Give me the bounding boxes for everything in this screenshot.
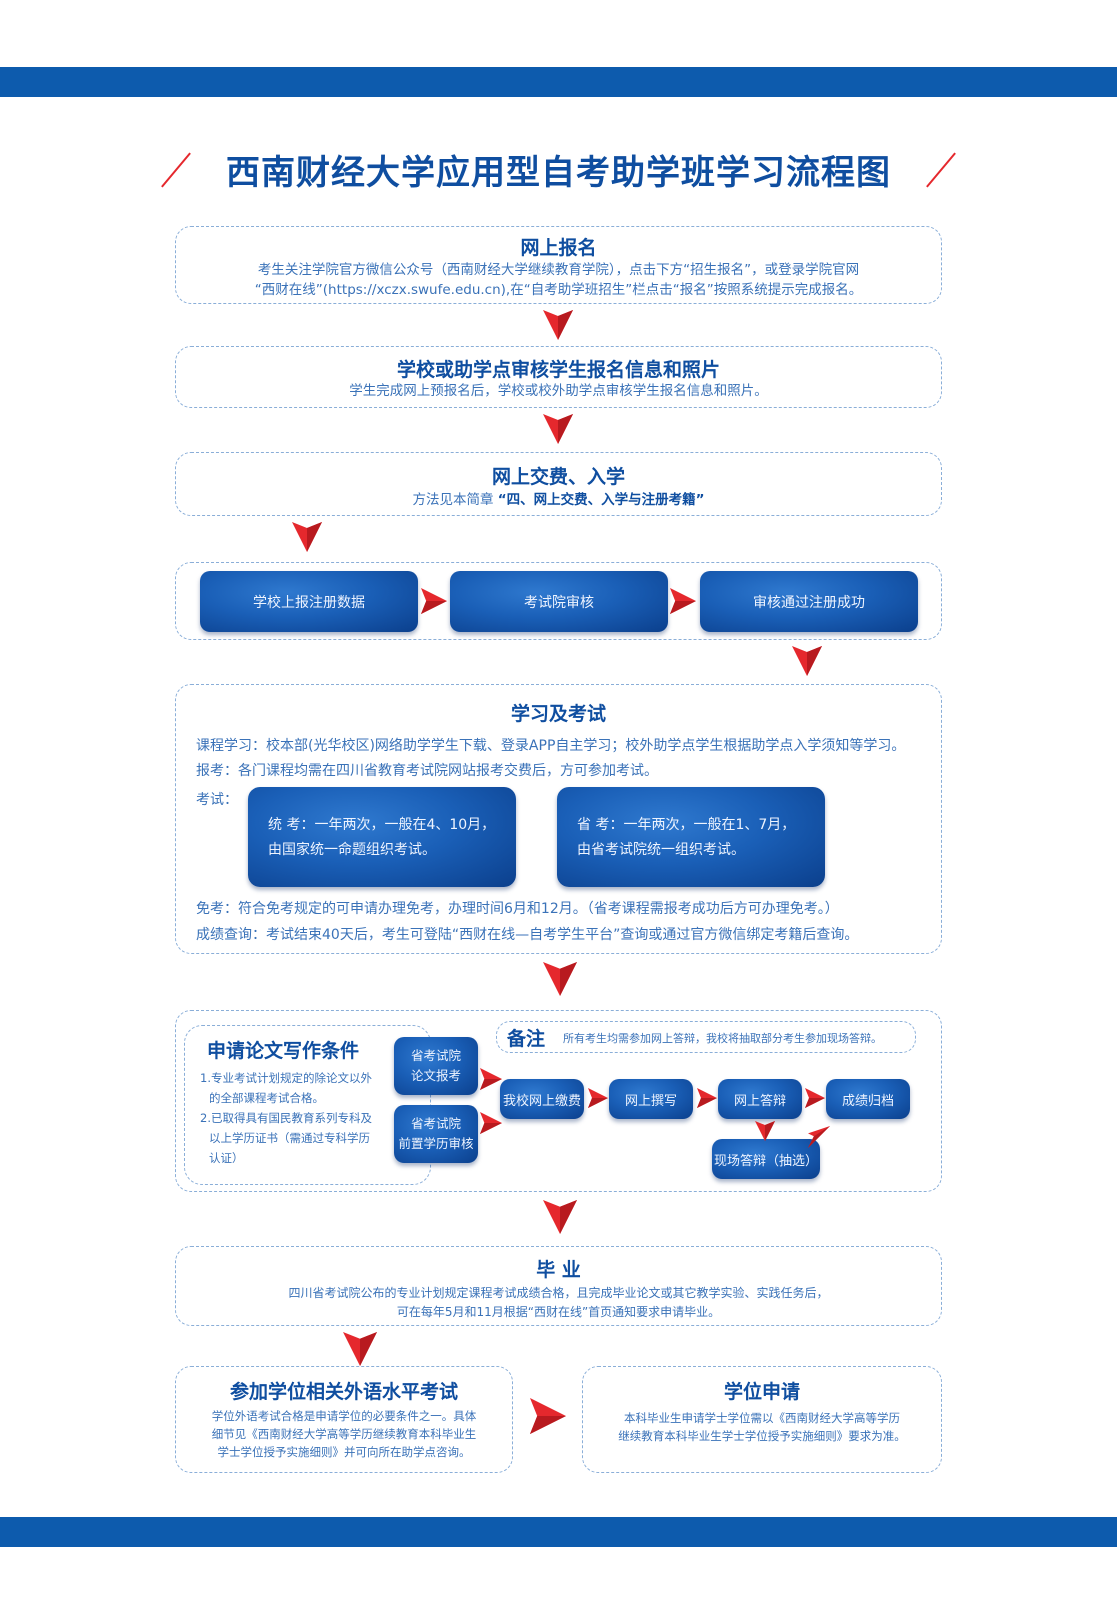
provincial-exam-line: 由省考试院统一组织考试。 <box>577 842 745 858</box>
step-text: 考生关注学院官方微信公众号（西南财经大学继续教育学院），点击下方“招生报名”，或… <box>257 262 860 278</box>
note-box: 备注 所有考生均需参加网上答辩，我校将抽取部分考生参加现场答辩。 <box>496 1021 916 1053</box>
arrow-right-2 <box>670 588 696 614</box>
step-text: 学生完成网上预报名后，学校或校外助学点审核学生报名信息和照片。 <box>349 383 768 399</box>
bottom-band <box>0 1517 1117 1547</box>
step-heading: 学校或助学点审核学生报名信息和照片 <box>396 359 720 381</box>
score-query-text: 成绩查询：考试结束40天后，考生可登陆“西财在线—自考学生平台”查询或通过官方微… <box>196 927 859 943</box>
arrow-down-3 <box>292 522 322 552</box>
step-heading: 网上交费、入学 <box>491 466 625 488</box>
step-heading: 学习及考试 <box>510 703 606 725</box>
study-exam-section: 学习及考试 课程学习：校本部(光华校区)网络助学学生下载、登录APP自主学习；校… <box>175 684 942 954</box>
step-payment-enrollment: 网上交费、入学 方法见本简章 “四、网上交费、入学与注册考籍” <box>175 452 942 516</box>
condition-line: 以上学历证书（需通过专科学历 <box>209 1131 370 1145</box>
signup-text: 报考：各门课程均需在四川省教育考试院网站报考交费后，方可参加考试。 <box>196 763 658 779</box>
top-band <box>0 67 1117 97</box>
arrow-down-2 <box>543 414 573 444</box>
step-text: 本科毕业生申请学士学位需以《西南财经大学高等学历 <box>624 1411 900 1425</box>
step-graduation: 毕 业 四川省考试院公布的专业计划规定课程考试成绩合格，且完成毕业论文或其它教学… <box>175 1246 942 1326</box>
unified-exam-box: 统 考：一年两次，一般在4、10月， 由国家统一命题组织考试。 <box>248 787 516 887</box>
flow-onsite-defense: 现场答辩（抽选） <box>712 1139 820 1179</box>
thesis-section: 申请论文写作条件 1.专业考试计划规定的除论文以外 的全部课程考试合格。 2.已… <box>175 1010 942 1192</box>
step-heading: 网上报名 <box>520 237 597 259</box>
step-degree-application: 学位申请 本科毕业生申请学士学位需以《西南财经大学高等学历 继续教育本科毕业生学… <box>582 1366 942 1473</box>
arrow-right-flow-3 <box>805 1088 825 1108</box>
arrow-right-flow-2 <box>697 1088 717 1108</box>
arrow-up-right-onsite <box>808 1126 830 1148</box>
step-heading: 参加学位相关外语水平考试 <box>229 1381 458 1403</box>
step-heading: 学位申请 <box>723 1381 800 1403</box>
provincial-exam-line: 省 考：一年两次，一般在1、7月， <box>577 817 796 833</box>
step-review-info: 学校或助学点审核学生报名信息和照片 学生完成网上预报名后，学校或校外助学点审核学… <box>175 346 942 408</box>
arrow-down-onsite <box>755 1121 775 1141</box>
flow-online-writing: 网上撰写 <box>609 1079 693 1119</box>
step-text: 学士学位授予实施细则》并可向所在助学点咨询。 <box>217 1445 471 1459</box>
step-text: “西财在线”(https://xczx.swufe.edu.cn),在“自考助学… <box>254 282 863 298</box>
arrow-down-1 <box>543 310 573 340</box>
flow-online-payment: 我校网上缴费 <box>500 1079 584 1119</box>
exam-label: 考试： <box>196 792 238 808</box>
step-text: 学位外语考试合格是申请学位的必要条件之一。具体 <box>211 1409 477 1423</box>
register-submit-data: 学校上报注册数据 <box>200 571 418 632</box>
apply-line: 前置学历审核 <box>398 1136 474 1151</box>
arrow-right-thesis-2 <box>480 1112 502 1134</box>
step-text: 细节见《西南财经大学高等学历继续教育本科毕业生 <box>211 1427 477 1441</box>
step-text: 继续教育本科毕业生学士学位授予实施细则》要求为准。 <box>618 1429 906 1443</box>
exemption-text: 免考：符合免考规定的可申请办理免考，办理时间6月和12月。（省考课程需报考成功后… <box>196 901 839 917</box>
step-foreign-language-exam: 参加学位相关外语水平考试 学位外语考试合格是申请学位的必要条件之一。具体 细节见… <box>175 1366 513 1473</box>
step-text: 方法见本简章 “四、网上交费、入学与注册考籍” <box>176 490 941 510</box>
unified-exam-line: 统 考：一年两次，一般在4、10月， <box>268 817 496 833</box>
step-text: 可在每年5月和11月根据“西财在线”首页通知要求申请毕业。 <box>396 1305 721 1319</box>
arrow-down-4 <box>792 646 822 676</box>
apply-line: 省考试院 <box>410 1116 461 1131</box>
arrow-down-5 <box>543 962 577 996</box>
thesis-apply-box: 省考试院 论文报考 <box>394 1037 478 1095</box>
register-success: 审核通过注册成功 <box>700 571 918 632</box>
thesis-heading: 申请论文写作条件 <box>207 1040 360 1062</box>
condition-line: 1.专业考试计划规定的除论文以外 <box>200 1071 372 1085</box>
course-study-text: 课程学习：校本部(光华校区)网络助学学生下载、登录APP自主学习；校外助学点学生… <box>196 738 906 754</box>
flow-online-defense: 网上答辩 <box>718 1079 802 1119</box>
unified-exam-line: 由国家统一命题组织考试。 <box>268 842 436 858</box>
arrow-right-thesis-1 <box>480 1068 502 1090</box>
step-heading: 毕 业 <box>536 1259 581 1281</box>
step-text-emphasis: “四、网上交费、入学与注册考籍” <box>497 492 705 508</box>
page-title: 西南财经大学应用型自考助学班学习流程图 <box>226 153 891 193</box>
apply-line: 省考试院 <box>410 1048 461 1063</box>
arrow-right-degree <box>530 1398 566 1434</box>
step-text: 四川省考试院公布的专业计划规定课程考试成绩合格，且完成毕业论文或其它教学实验、实… <box>288 1286 829 1300</box>
apply-line: 论文报考 <box>410 1068 461 1083</box>
thesis-conditions-box: 申请论文写作条件 1.专业考试计划规定的除论文以外 的全部课程考试合格。 2.已… <box>184 1025 431 1185</box>
condition-line: 认证） <box>209 1151 244 1165</box>
provincial-exam-box: 省 考：一年两次，一般在1、7月， 由省考试院统一组织考试。 <box>557 787 825 887</box>
step-text-prefix: 方法见本简章 <box>412 492 494 508</box>
flow-score-archive: 成绩归档 <box>826 1079 910 1119</box>
note-text: 所有考生均需参加网上答辩，我校将抽取部分考生参加现场答辩。 <box>563 1032 882 1045</box>
register-exam-review: 考试院审核 <box>450 571 668 632</box>
arrow-down-6 <box>543 1200 577 1234</box>
registration-row: 学校上报注册数据 考试院审核 审核通过注册成功 <box>175 562 942 640</box>
thesis-condition-2: 2.已取得具有国民教育系列专科及 以上学历证书（需通过专科学历 认证） <box>200 1108 372 1168</box>
step-online-registration: 网上报名 考生关注学院官方微信公众号（西南财经大学继续教育学院），点击下方“招生… <box>175 226 942 304</box>
note-label: 备注 <box>507 1028 546 1050</box>
condition-line: 的全部课程考试合格。 <box>209 1091 324 1105</box>
condition-line: 2.已取得具有国民教育系列专科及 <box>200 1111 372 1125</box>
arrow-right-flow-1 <box>588 1088 608 1108</box>
arrow-right-1 <box>421 588 447 614</box>
thesis-condition-1: 1.专业考试计划规定的除论文以外 的全部课程考试合格。 <box>200 1068 372 1108</box>
arrow-down-7 <box>343 1332 377 1366</box>
prior-education-review-box: 省考试院 前置学历审核 <box>394 1105 478 1163</box>
